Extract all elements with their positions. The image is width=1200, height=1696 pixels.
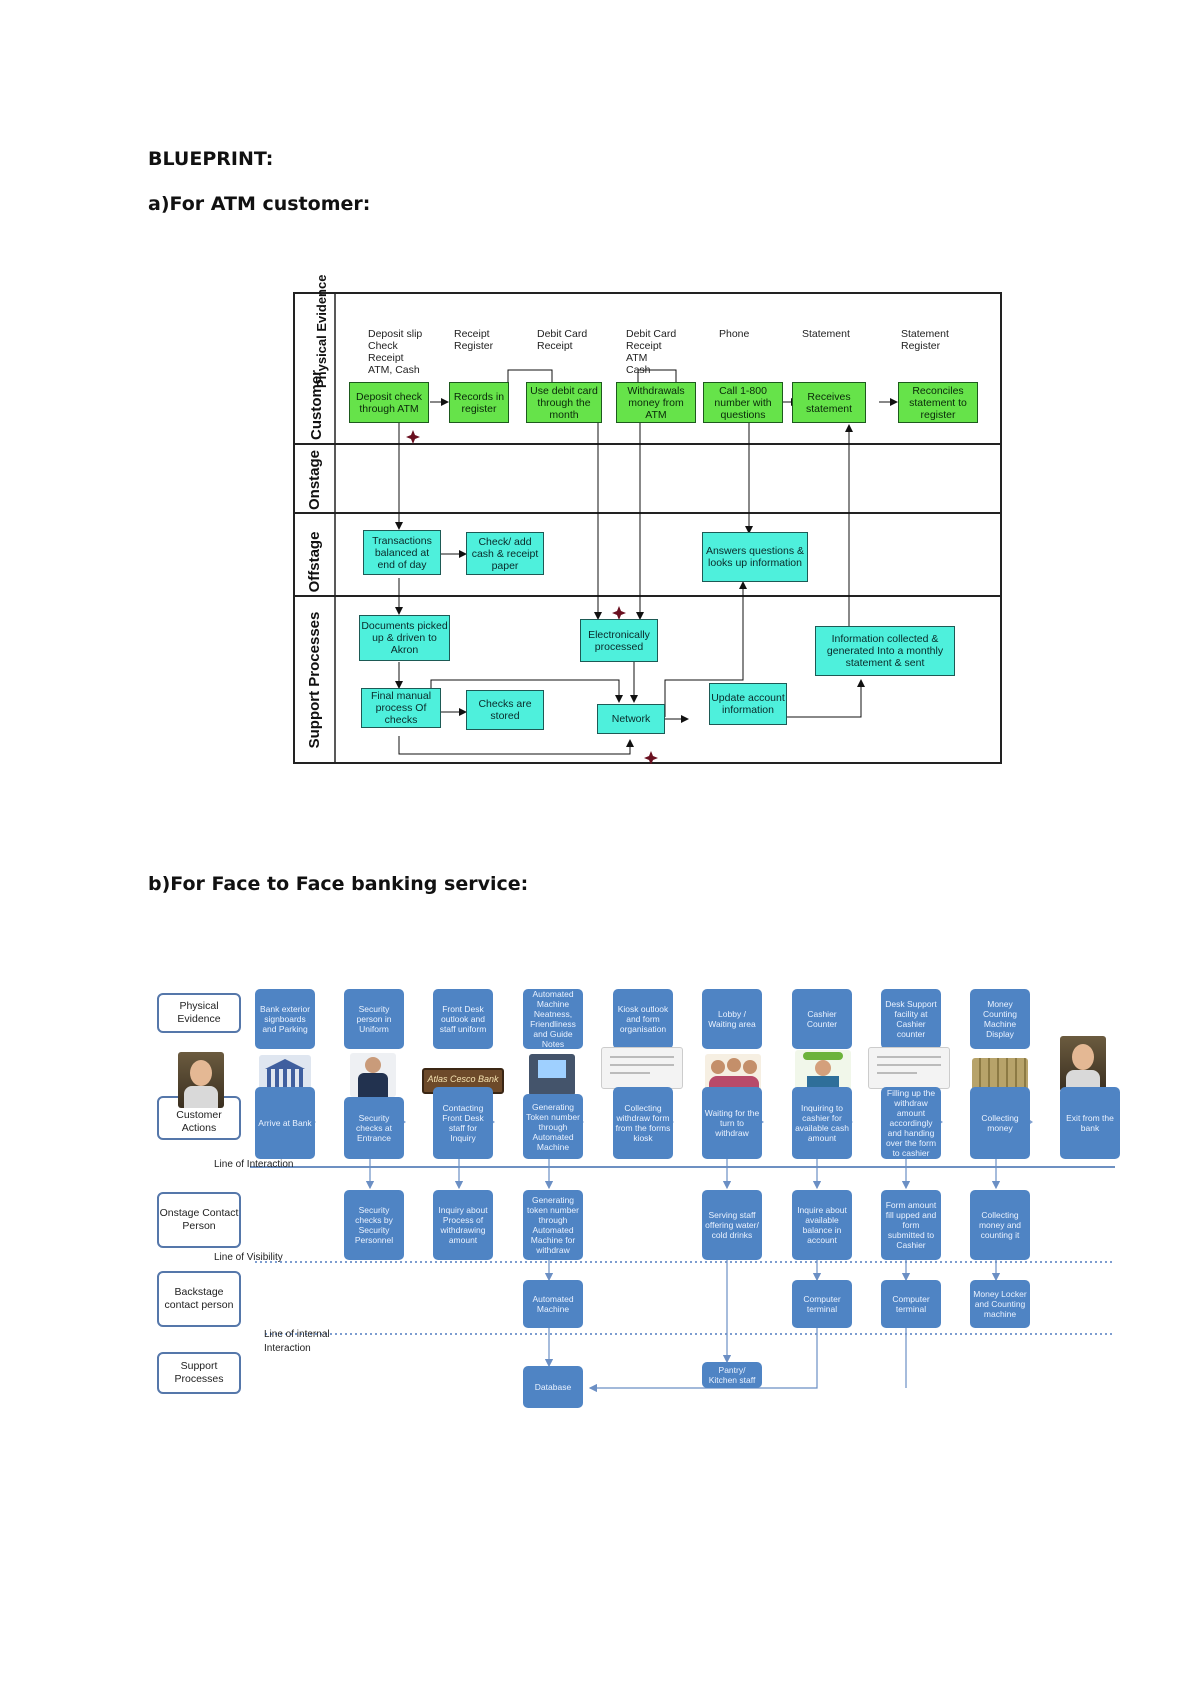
evidence-money-counting: Money Counting Machine Display — [970, 989, 1030, 1049]
action-use-debit: Use debit card through the month — [526, 382, 602, 423]
line-of-interaction: Line of Interaction — [214, 1159, 294, 1170]
support-database: Database — [523, 1366, 583, 1408]
row-label-support: Support Processes — [157, 1352, 241, 1394]
atm-blueprint — [293, 292, 1002, 764]
evidence-cashier-counter: Cashier Counter — [792, 989, 852, 1049]
f2f-connectors — [250, 1118, 1115, 1393]
support-update: Update account information — [709, 683, 787, 725]
action-exit: Exit from the bank — [1060, 1087, 1120, 1159]
offstage-answers: Answers questions & looks up information — [702, 532, 808, 582]
support-stored: Checks are stored — [466, 690, 544, 730]
action-collect-money: Collecting money — [970, 1087, 1030, 1159]
action-withdrawals: Withdrawals money from ATM — [616, 382, 696, 423]
withdraw-form-image — [601, 1047, 683, 1089]
action-waiting: Waiting for the turn to withdraw — [702, 1087, 762, 1159]
row-label-backstage: Backstage contact person — [157, 1271, 241, 1327]
backstage-automated-machine: Automated Machine — [523, 1280, 583, 1328]
offstage-check-add: Check/ add cash & receipt paper — [466, 532, 544, 575]
action-deposit-check: Deposit check through ATM — [349, 382, 429, 423]
bank-building-image — [259, 1055, 311, 1093]
evidence-front-desk: Front Desk outlook and staff uniform — [433, 989, 493, 1049]
backstage-computer-2: Computer terminal — [881, 1280, 941, 1328]
support-documents: Documents picked up & driven to Akron — [359, 615, 450, 661]
lane-offstage: Offstage — [306, 531, 323, 593]
onstage-security: Security checks by Security Personnel — [344, 1190, 404, 1260]
row-label-physical: Physical Evidence — [157, 993, 241, 1033]
heading-blueprint: BLUEPRINT: — [148, 148, 274, 170]
evidence-bank-exterior: Bank exterior signboards and Parking — [255, 989, 315, 1049]
action-contact-front-desk: Contacting Front Desk staff for Inquiry — [433, 1087, 493, 1159]
atm-connectors — [293, 292, 1002, 764]
evidence-debit-card: Debit Card Receipt — [537, 328, 588, 352]
lane-customer: Customer — [308, 370, 325, 441]
evidence-receipt-register: Receipt Register — [454, 328, 494, 352]
onstage-token: Generating token number through Automate… — [523, 1190, 583, 1260]
lane-support: Support Processes — [306, 611, 323, 749]
evidence-statement-register: Statement Register — [901, 328, 949, 352]
evidence-deposit: Deposit slip Check Receipt ATM, Cash — [368, 328, 423, 376]
customer-avatar — [178, 1052, 224, 1108]
evidence-phone: Phone — [719, 328, 750, 340]
onstage-inquiry: Inquiry about Process of withdrawing amo… — [433, 1190, 493, 1260]
line-of-visibility: Line of Visibility — [214, 1252, 283, 1263]
heading-face-to-face: b)For Face to Face banking service: — [148, 873, 529, 895]
onstage-serving-staff: Serving staff offering water/ cold drink… — [702, 1190, 762, 1260]
evidence-lobby: Lobby / Waiting area — [702, 989, 762, 1049]
action-inquire-cashier: Inquiring to cashier for available cash … — [792, 1087, 852, 1159]
backstage-computer-1: Computer terminal — [792, 1280, 852, 1328]
action-arrive: Arrive at Bank — [255, 1087, 315, 1159]
token-machine-image — [529, 1054, 575, 1096]
support-electronic: Electronically processed — [580, 619, 658, 662]
action-call: Call 1-800 number with questions — [703, 382, 783, 423]
line-of-internal-interaction: Line of internal Interaction — [264, 1329, 330, 1354]
offstage-transactions: Transactions balanced at end of day — [363, 530, 441, 575]
onstage-inquire-balance: Inquire about available balance in accou… — [792, 1190, 852, 1260]
backstage-money-locker: Money Locker and Counting machine — [970, 1280, 1030, 1328]
evidence-desk-support: Desk Support facility at Cashier counter — [881, 989, 941, 1049]
heading-atm: a)For ATM customer: — [148, 193, 371, 215]
action-fill-form: Filling up the withdraw amount according… — [881, 1087, 941, 1159]
evidence-statement: Statement — [802, 328, 850, 340]
action-generate-token: Generating Token number through Automate… — [523, 1094, 583, 1159]
onstage-collect-money: Collecting money and counting it — [970, 1190, 1030, 1260]
evidence-automated-machine: Automated Machine Neatness, Friendliness… — [523, 989, 583, 1049]
front-desk-sign-text: Atlas Cesco Bank — [427, 1074, 499, 1084]
action-security-check: Security checks at Entrance — [344, 1097, 404, 1159]
evidence-kiosk: Kiosk outlook and form organisation — [613, 989, 673, 1049]
support-pantry: Pantry/ Kitchen staff — [702, 1362, 762, 1388]
support-network: Network — [597, 704, 665, 734]
onstage-form-submitted: Form amount fill upped and form submitte… — [881, 1190, 941, 1260]
action-receives-statement: Receives statement — [792, 382, 866, 423]
cashier-image — [795, 1050, 851, 1094]
support-final: Final manual process Of checks — [361, 688, 441, 728]
support-info: Information collected & generated Into a… — [815, 626, 955, 676]
evidence-security-uniform: Security person in Uniform — [344, 989, 404, 1049]
customer-exit-avatar — [1060, 1036, 1106, 1092]
lane-onstage: Onstage — [306, 450, 323, 511]
security-guard-image — [350, 1053, 396, 1097]
evidence-atm: Debit Card Receipt ATM Cash — [626, 328, 677, 376]
action-collect-form: Collecting withdraw form from the forms … — [613, 1087, 673, 1159]
action-records-register: Records in register — [449, 382, 509, 423]
filled-form-image — [868, 1047, 950, 1089]
action-reconciles: Reconciles statement to register — [898, 382, 978, 423]
row-label-onstage: Onstage Contact Person — [157, 1192, 241, 1248]
